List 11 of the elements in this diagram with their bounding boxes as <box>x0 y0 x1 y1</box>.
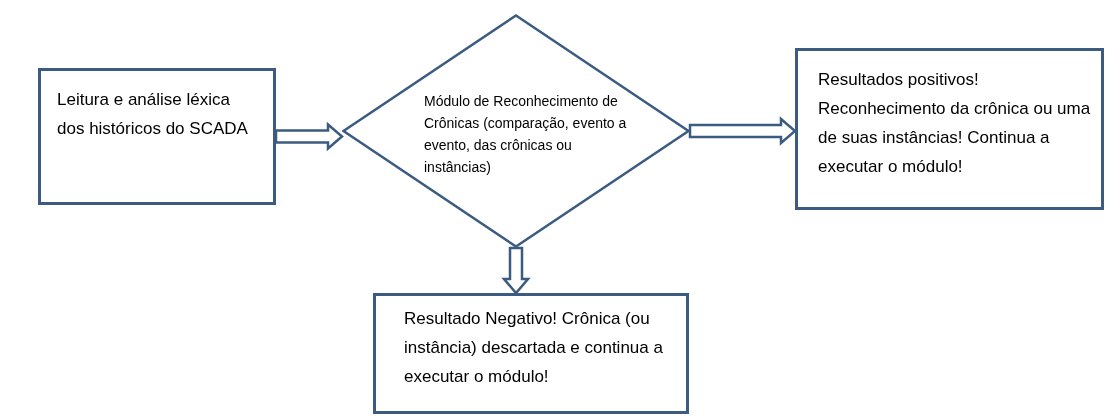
node-text: Resultado Negativo! Crônica (ou instância) descartada e continua a executar o módulo! <box>404 308 664 388</box>
block-arrow <box>274 121 344 152</box>
node-text: Módulo de Reconhecimento de Crônicas (comparação, evento a evento, das crônicas ou instâncias) <box>424 92 628 177</box>
process-box <box>795 48 1104 210</box>
node-text: Leitura e análise léxica dos históricos do SCADA <box>57 89 249 140</box>
process-box <box>373 293 689 414</box>
node-text: Resultados positivos! Reconhecimento da crônica ou uma de suas instâncias! Continua a executar o módulo! <box>818 69 1092 178</box>
process-box <box>38 68 276 205</box>
block-arrow <box>501 246 531 295</box>
block-arrow <box>688 116 797 146</box>
decision-diamond <box>342 14 690 248</box>
